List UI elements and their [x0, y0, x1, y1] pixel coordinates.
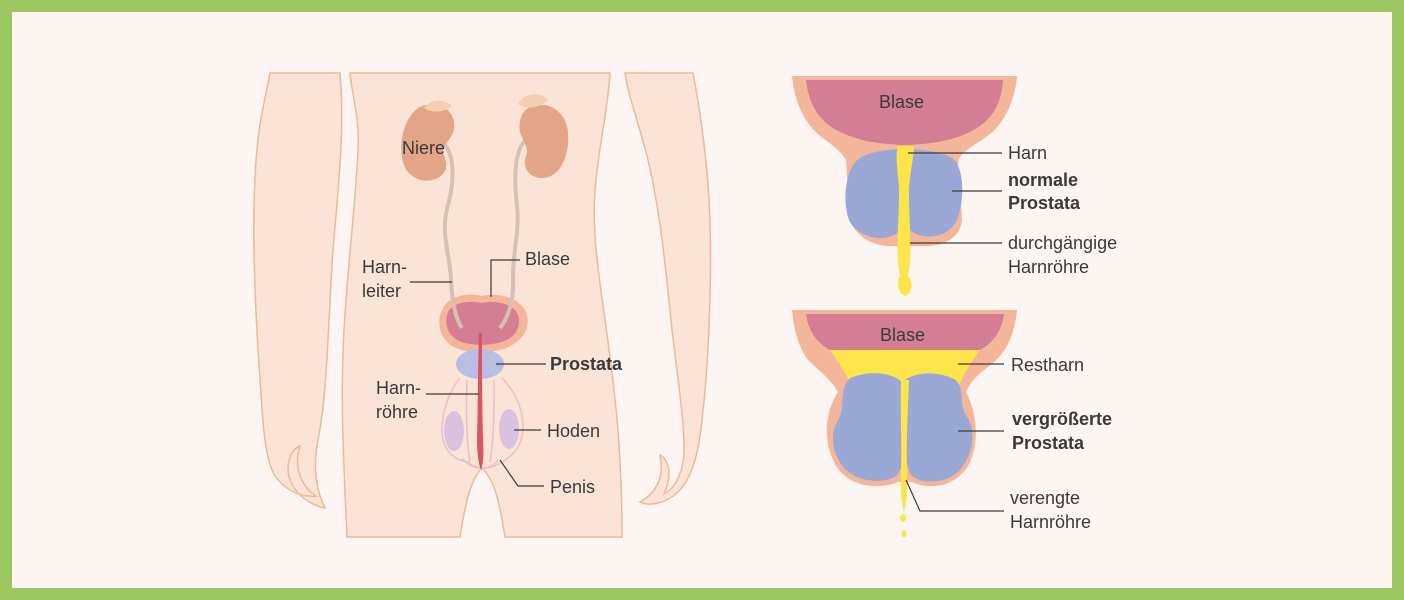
enlarged-label-urethra-1: verengte: [1010, 488, 1080, 508]
label-testes: Hoden: [547, 421, 600, 441]
normal-bladder: [806, 80, 1003, 145]
right-kidney: [519, 104, 569, 178]
penis-outline: [461, 379, 499, 469]
urine-drop-2: [901, 530, 907, 538]
left-adrenal: [424, 100, 452, 112]
leader-bladder: [490, 259, 520, 297]
diagram-frame: Niere Harn- leiter Blase Prostata Harn- …: [12, 12, 1392, 588]
right-ureter-end: [498, 279, 516, 330]
label-ureter-1: Harn-: [362, 257, 407, 277]
left-ureter-end: [449, 279, 464, 330]
urine-drop-1: [900, 514, 906, 522]
enlarged-label-residual: Restharn: [1011, 355, 1084, 375]
left-kidney: [401, 104, 455, 181]
normal-label-urethra-2: Harnröhre: [1008, 257, 1089, 277]
enlarged-label-bladder: Blase: [880, 325, 925, 345]
enlarged-prostate-panel: Blase Restharn vergrößerte Prostata vere…: [792, 310, 1112, 538]
label-kidney: Niere: [402, 138, 445, 158]
urethra: [477, 333, 484, 470]
enlarged-urethra-urine: [900, 380, 909, 512]
enlarged-label-prostate-2: Prostata: [1012, 433, 1085, 453]
bladder-inner: [446, 301, 520, 345]
normal-label-bladder: Blase: [879, 92, 924, 112]
left-testis: [444, 411, 464, 451]
normal-label-urethra-1: durchgängige: [1008, 233, 1117, 253]
enlarged-leader-urethra: [905, 479, 1004, 512]
label-penis: Penis: [550, 477, 595, 497]
label-urethra-1: Harn-: [376, 378, 421, 398]
anatomy-diagram: Niere Harn- leiter Blase Prostata Harn- …: [253, 72, 1117, 538]
left-labels: Niere Harn- leiter Blase Prostata Harn- …: [362, 138, 623, 497]
normal-urine: [896, 146, 914, 296]
left-arm: [253, 72, 343, 510]
leader-penis: [499, 459, 544, 487]
enlarged-label-prostate-1: vergrößerte: [1012, 409, 1112, 429]
body-figure: [253, 72, 712, 538]
normal-prostate-panel: Blase Harn normale Prostata durchgängige…: [792, 76, 1117, 296]
right-adrenal: [518, 94, 548, 108]
label-ureter-2: leiter: [362, 281, 401, 301]
right-arm: [624, 72, 712, 505]
label-prostate: Prostata: [550, 354, 623, 374]
enlarged-bladder: [806, 314, 1004, 350]
normal-label-prostate-1: normale: [1008, 170, 1078, 190]
label-bladder: Blase: [525, 249, 570, 269]
enlarged-label-urethra-2: Harnröhre: [1010, 512, 1091, 532]
right-testis: [499, 409, 519, 449]
normal-label-urine: Harn: [1008, 143, 1047, 163]
label-urethra-2: röhre: [376, 402, 418, 422]
normal-label-prostate-2: Prostata: [1008, 193, 1081, 213]
